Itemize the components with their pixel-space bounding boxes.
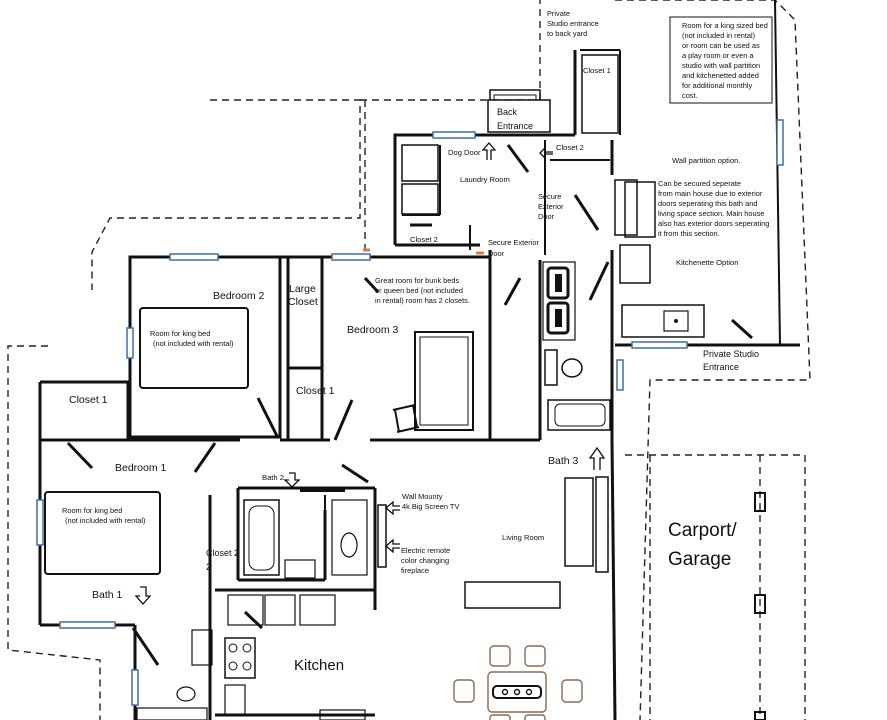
- bed-bedroom3: [414, 331, 474, 431]
- kitchenette-counter: [621, 304, 705, 338]
- stove: [224, 637, 256, 679]
- label-kitchenette-option: Kitchenette Option: [676, 258, 738, 267]
- label-private-studio-entrance: Private Studio Entrance: [703, 349, 762, 372]
- note-secure-door-2: Secure Exterior Door: [488, 238, 541, 258]
- label-kitchen: Kitchen: [294, 657, 344, 674]
- label-closet2-studio: Closet 2: [556, 143, 584, 152]
- arrow-dog-door: [481, 142, 497, 160]
- bathtub-bath2: [243, 499, 280, 576]
- label-bath3: Bath 3: [548, 455, 579, 467]
- label-closet1-bedroom1: Closet 1: [69, 394, 108, 406]
- dining-set: [453, 645, 583, 720]
- studio-room-note-box: [669, 16, 773, 104]
- back-entrance-box: [487, 99, 551, 133]
- label-living-room: Living Room: [502, 533, 544, 542]
- bed-bedroom1: [44, 491, 161, 575]
- furniture: [44, 54, 766, 720]
- doors: [66, 144, 754, 666]
- label-closet2-bath: Closet 2: [206, 548, 239, 558]
- arrow-bath2: [283, 472, 301, 488]
- note-secure-door-1: Secure Exterior Door: [538, 192, 566, 221]
- bed-bedroom2: [139, 307, 249, 389]
- arrow-tv: [385, 500, 400, 516]
- note-studio-room: Room for a king sized bed (not included …: [682, 21, 770, 100]
- note-fireplace: Electric remote color changing fireplace: [401, 546, 452, 575]
- label-laundry-room: Laundry Room: [460, 175, 510, 184]
- tv-unit: [377, 504, 387, 568]
- note-king-bed-bedroom2: Room for king bed (not included with ren…: [150, 329, 234, 348]
- label-closet1-hall: Closet 1: [296, 385, 335, 397]
- bunk-ladder: [392, 404, 420, 433]
- label-wall-partition-option: Wall partition option.: [672, 156, 741, 165]
- label-dog-door: Dog Door: [448, 148, 481, 157]
- label-bedroom2: Bedroom 2: [213, 290, 265, 302]
- notes: Room for king bed (not included with ren…: [62, 9, 773, 575]
- windows: [36, 119, 784, 706]
- coffee-table: [464, 581, 561, 609]
- bathtub-bath3: [547, 399, 611, 431]
- label-large-closet: Large Closet: [288, 283, 319, 308]
- arrow-closet2: [539, 146, 553, 160]
- arrow-bath3: [588, 446, 606, 470]
- note-king-bed-bedroom1: Room for king bed (not included with ren…: [62, 506, 146, 525]
- label-closet1-studio: Closet 1: [583, 66, 611, 75]
- label-closet2-laundry: Closet 2: [410, 235, 438, 244]
- note-private-studio-backyard: Private Studio entrance to back yard: [547, 9, 601, 38]
- label-bath2: Bath 2: [262, 473, 284, 482]
- label-carport: Carport/ Garage: [668, 520, 742, 570]
- sofa: [564, 477, 594, 567]
- label-bedroom3: Bedroom 3: [347, 324, 399, 336]
- note-great-room: Great room for bunk beds or queen bed (n…: [375, 276, 470, 305]
- dashed-outlines: [7, 0, 811, 720]
- note-separate-section: Can be secured seperate from main house …: [658, 179, 771, 238]
- arrows: [134, 142, 606, 605]
- label-closet2-digit: 2: [206, 562, 211, 572]
- room-labels: Bedroom 2 Bedroom 3 Bedroom 1 Closet 1 C…: [69, 66, 762, 674]
- label-bath1: Bath 1: [92, 589, 123, 601]
- arrow-bath1: [134, 586, 152, 605]
- label-bedroom1: Bedroom 1: [115, 462, 167, 474]
- arrow-fireplace: [385, 538, 400, 554]
- note-tv: Wall Mounty 4k Big Screen TV: [402, 492, 459, 511]
- label-back-entrance: Back Entrance: [497, 107, 533, 131]
